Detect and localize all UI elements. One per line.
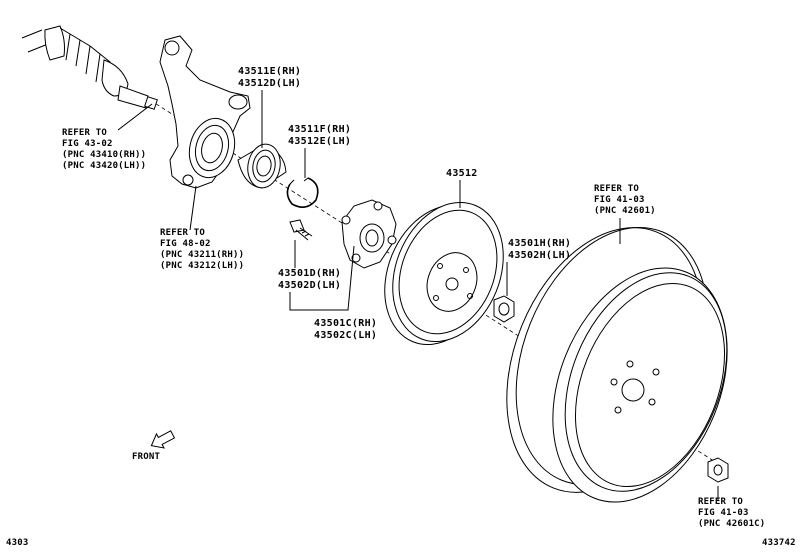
front-direction-arrow-icon <box>150 430 176 449</box>
axle-hub-part[interactable] <box>341 199 397 269</box>
disc-wheel-part[interactable] <box>470 198 760 528</box>
front-label: FRONT <box>132 452 160 463</box>
axle-reference-label: REFER TO FIG 43-02 (PNC 43410(RH)) (PNC … <box>62 128 146 172</box>
wheel-nut-part[interactable] <box>707 457 729 483</box>
ref-line-3: (PNC 43211(RH)) <box>160 250 245 260</box>
part-number-rh: 43501C(RH) <box>314 318 378 329</box>
wheel-reference-label: REFER TO FIG 41-03 (PNC 42601) <box>594 184 656 217</box>
bearing-part-number[interactable]: 43511E(RH) 43512D(LH) <box>238 66 301 90</box>
ref-line-1: REFER TO <box>160 228 205 238</box>
ref-line-3: (PNC 42601C) <box>698 519 766 529</box>
ref-line-2: FIG 43-02 <box>62 139 113 149</box>
wheel-nut-reference-label: REFER TO FIG 41-03 (PNC 42601C) <box>698 497 765 530</box>
front-text: FRONT <box>132 452 161 462</box>
part-number-rh: 43501H(RH) <box>508 238 572 249</box>
ref-line-2: FIG 41-03 <box>594 195 645 205</box>
hub-bolt-part-number[interactable]: 43501D(RH) 43502D(LH) <box>278 268 341 292</box>
hub-part-number[interactable]: 43501C(RH) 43502C(LH) <box>314 318 377 342</box>
ref-line-2: FIG 41-03 <box>698 508 749 518</box>
ref-line-3: (PNC 42601) <box>594 206 656 216</box>
footer-left-code: 4303 <box>6 538 28 549</box>
wheel-bearing-part[interactable] <box>237 142 287 191</box>
steering-knuckle-part[interactable] <box>159 35 251 189</box>
ref-line-1: REFER TO <box>698 497 743 507</box>
snap-ring-part-number[interactable]: 43511F(RH) 43512E(LH) <box>288 124 351 148</box>
ref-line-1: REFER TO <box>62 128 107 138</box>
part-number-rh: 43511F(RH) <box>288 124 352 135</box>
part-number-lh: 43502H(LH) <box>508 250 572 261</box>
hub-nut-part[interactable] <box>493 295 515 323</box>
part-number-lh: 43502C(LH) <box>314 330 378 341</box>
part-number-lh: 43502D(LH) <box>278 280 342 291</box>
hub-bolt-part[interactable] <box>289 219 313 241</box>
ref-line-4: (PNC 43212(LH)) <box>160 261 245 271</box>
ref-line-1: REFER TO <box>594 184 639 194</box>
ref-line-3: (PNC 43410(RH)) <box>62 150 147 160</box>
snap-ring-part[interactable] <box>286 177 319 208</box>
hub-nut-part-number[interactable]: 43501H(RH) 43502H(LH) <box>508 238 571 262</box>
part-number-lh: 43512E(LH) <box>288 136 352 147</box>
drive-shaft-part[interactable] <box>21 25 158 110</box>
part-number-rh: 43501D(RH) <box>278 268 342 279</box>
knuckle-reference-label: REFER TO FIG 48-02 (PNC 43211(RH)) (PNC … <box>160 228 244 272</box>
figure-code: 4303 <box>6 538 29 548</box>
rotor-part-number[interactable]: 43512 <box>446 168 478 180</box>
part-number: 43512 <box>446 168 478 179</box>
part-number-rh: 43511E(RH) <box>238 66 302 77</box>
footer-right-code: 433742 <box>762 538 796 549</box>
leader-lines <box>117 90 719 500</box>
part-number-lh: 43512D(LH) <box>238 78 302 89</box>
ref-line-2: FIG 48-02 <box>160 239 211 249</box>
ref-line-4: (PNC 43420(LH)) <box>62 161 147 171</box>
illustration-code: 433742 <box>762 538 796 548</box>
brake-rotor-part[interactable] <box>365 186 523 361</box>
